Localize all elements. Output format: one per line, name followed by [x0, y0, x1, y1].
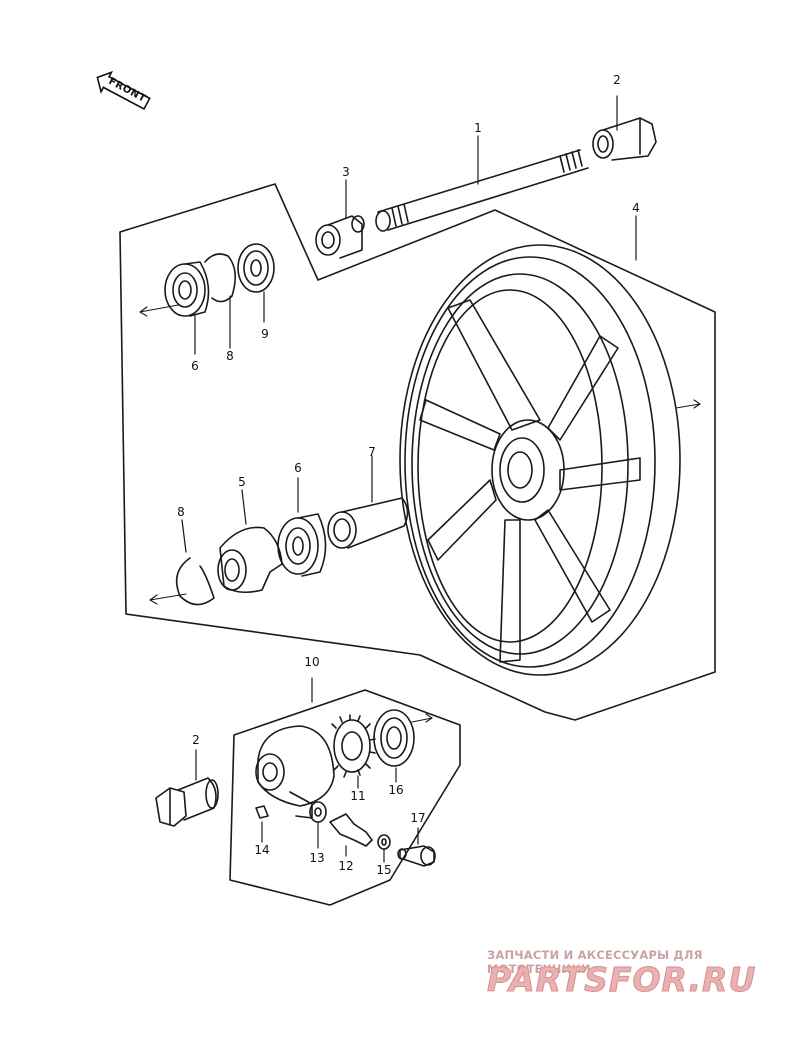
group-frame-lower: [229, 689, 461, 906]
callout-4: 4: [632, 201, 640, 215]
wheel-bearing-upper: [164, 261, 210, 355]
callout-9: 9: [261, 327, 269, 341]
pinion-bushing: [397, 827, 436, 867]
speedometer-pinion: [329, 813, 373, 857]
callout-16: 16: [388, 783, 404, 797]
watermark-brand: PARTSFOR.RU: [486, 960, 757, 1000]
axle-nut-upper: [592, 95, 657, 161]
group-frame-upper: [119, 183, 716, 721]
callout-10: 10: [304, 655, 320, 669]
callout-12: 12: [338, 859, 354, 873]
callout-2-lower: 2: [192, 733, 200, 747]
callout-5: 5: [238, 475, 246, 489]
oil-seal: [237, 243, 275, 323]
callout-17: 17: [410, 811, 426, 825]
wheel-bearing-lower: [277, 477, 327, 577]
callout-1: 1: [474, 121, 482, 135]
callout-3: 3: [342, 165, 350, 179]
callout-2-upper: 2: [613, 73, 621, 87]
callout-14: 14: [254, 843, 270, 857]
cast-wheel: [399, 215, 701, 676]
front-direction-tag: FRONT: [89, 63, 158, 119]
callout-8-upper: 8: [226, 349, 234, 363]
dowel-pin: [255, 805, 269, 843]
speedometer-drive-plate: [217, 489, 283, 594]
direction-arrow-lower: [149, 593, 187, 605]
callout-6-lower: 6: [294, 461, 302, 475]
thrust-washer: [309, 801, 327, 849]
callout-13: 13: [309, 851, 325, 865]
axle-collar: [315, 179, 365, 259]
front-arrow-icon: [96, 70, 151, 111]
speedometer-gear-housing: [255, 677, 335, 819]
pinion-washer: [377, 834, 391, 863]
gearbox-seal: [373, 709, 433, 783]
hub-spacer: [327, 455, 409, 549]
axle-nut-lower: [155, 749, 219, 827]
watermark-logo: PARTSFOR.RU: [486, 960, 787, 1004]
circlip-lower: [175, 557, 215, 606]
circlip-upper: [204, 253, 236, 303]
callout-6-upper: 6: [191, 359, 199, 373]
direction-arrow-upper: [139, 304, 179, 317]
callout-8-lower: 8: [177, 505, 185, 519]
callout-15: 15: [376, 863, 392, 877]
callout-7: 7: [368, 445, 376, 459]
watermark-subtitle: ЗАПЧАСТИ И АКСЕССУАРЫ ДЛЯ МОТОТЕХНИКИ: [487, 948, 703, 976]
callout-11: 11: [350, 789, 366, 803]
front-axle: [375, 135, 589, 232]
speedometer-gear: [331, 714, 376, 789]
